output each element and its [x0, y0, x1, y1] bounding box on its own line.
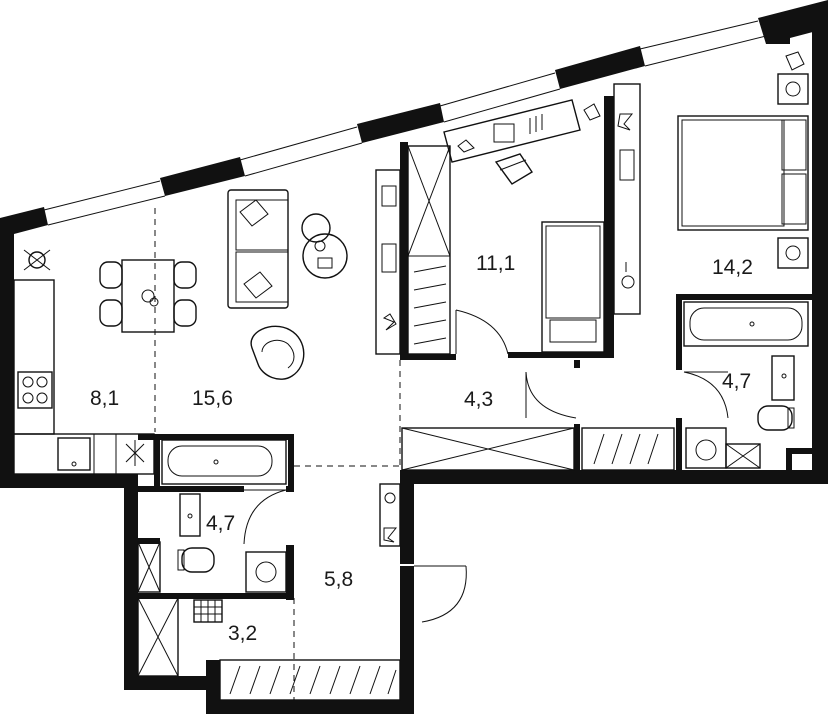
- washing-machine-left: [245, 551, 287, 593]
- double-bed: [677, 115, 809, 231]
- bathtub-left: [161, 439, 287, 485]
- hall-wardrobe: [401, 427, 675, 471]
- bed-single: [541, 221, 605, 353]
- shelf-unit-living: [375, 169, 401, 355]
- armchair: [250, 325, 305, 380]
- toilet-right: [757, 405, 795, 431]
- plant-icon: [23, 249, 51, 271]
- doors: [243, 309, 729, 623]
- area-label-storage: 3,2: [228, 622, 257, 645]
- radiator-grid: [193, 599, 223, 623]
- nightstand-top: [777, 51, 809, 105]
- area-label-bathroom-right: 4,7: [722, 370, 751, 393]
- kitchen-fixtures: [13, 279, 155, 475]
- area-label-kitchen: 8,1: [90, 387, 119, 410]
- desk-chair: [494, 153, 533, 185]
- area-label-hall: 4,3: [464, 388, 493, 411]
- dining-table: [99, 259, 197, 333]
- shelf-bedroom: [613, 83, 641, 315]
- toilet-left: [177, 547, 215, 573]
- area-labels: 8,1 15,6 11,1 14,2 4,3 4,7 4,7 5,8 3,2: [90, 252, 753, 645]
- area-label-entrance: 5,8: [324, 568, 353, 591]
- interior-walls: [138, 96, 812, 600]
- area-label-bathroom-left: 4,7: [206, 512, 235, 535]
- area-label-living: 15,6: [192, 387, 233, 410]
- sink-left: [179, 493, 201, 537]
- coffee-table: [301, 213, 348, 279]
- cupboard-left: [137, 541, 179, 677]
- zone-separators: [154, 208, 401, 700]
- area-label-bedroom-small: 11,1: [476, 252, 515, 275]
- sink-right: [771, 355, 795, 401]
- area-label-bedroom-master: 14,2: [712, 256, 753, 279]
- washing-machine-right: [685, 427, 761, 469]
- sofa: [227, 189, 289, 309]
- desk: [443, 99, 601, 163]
- wardrobe-small-bedroom: [407, 145, 451, 355]
- bathtub-right: [683, 301, 809, 347]
- entrance-shelf: [379, 483, 401, 547]
- entrance-wardrobe: [219, 659, 401, 701]
- nightstand-bottom: [777, 237, 809, 269]
